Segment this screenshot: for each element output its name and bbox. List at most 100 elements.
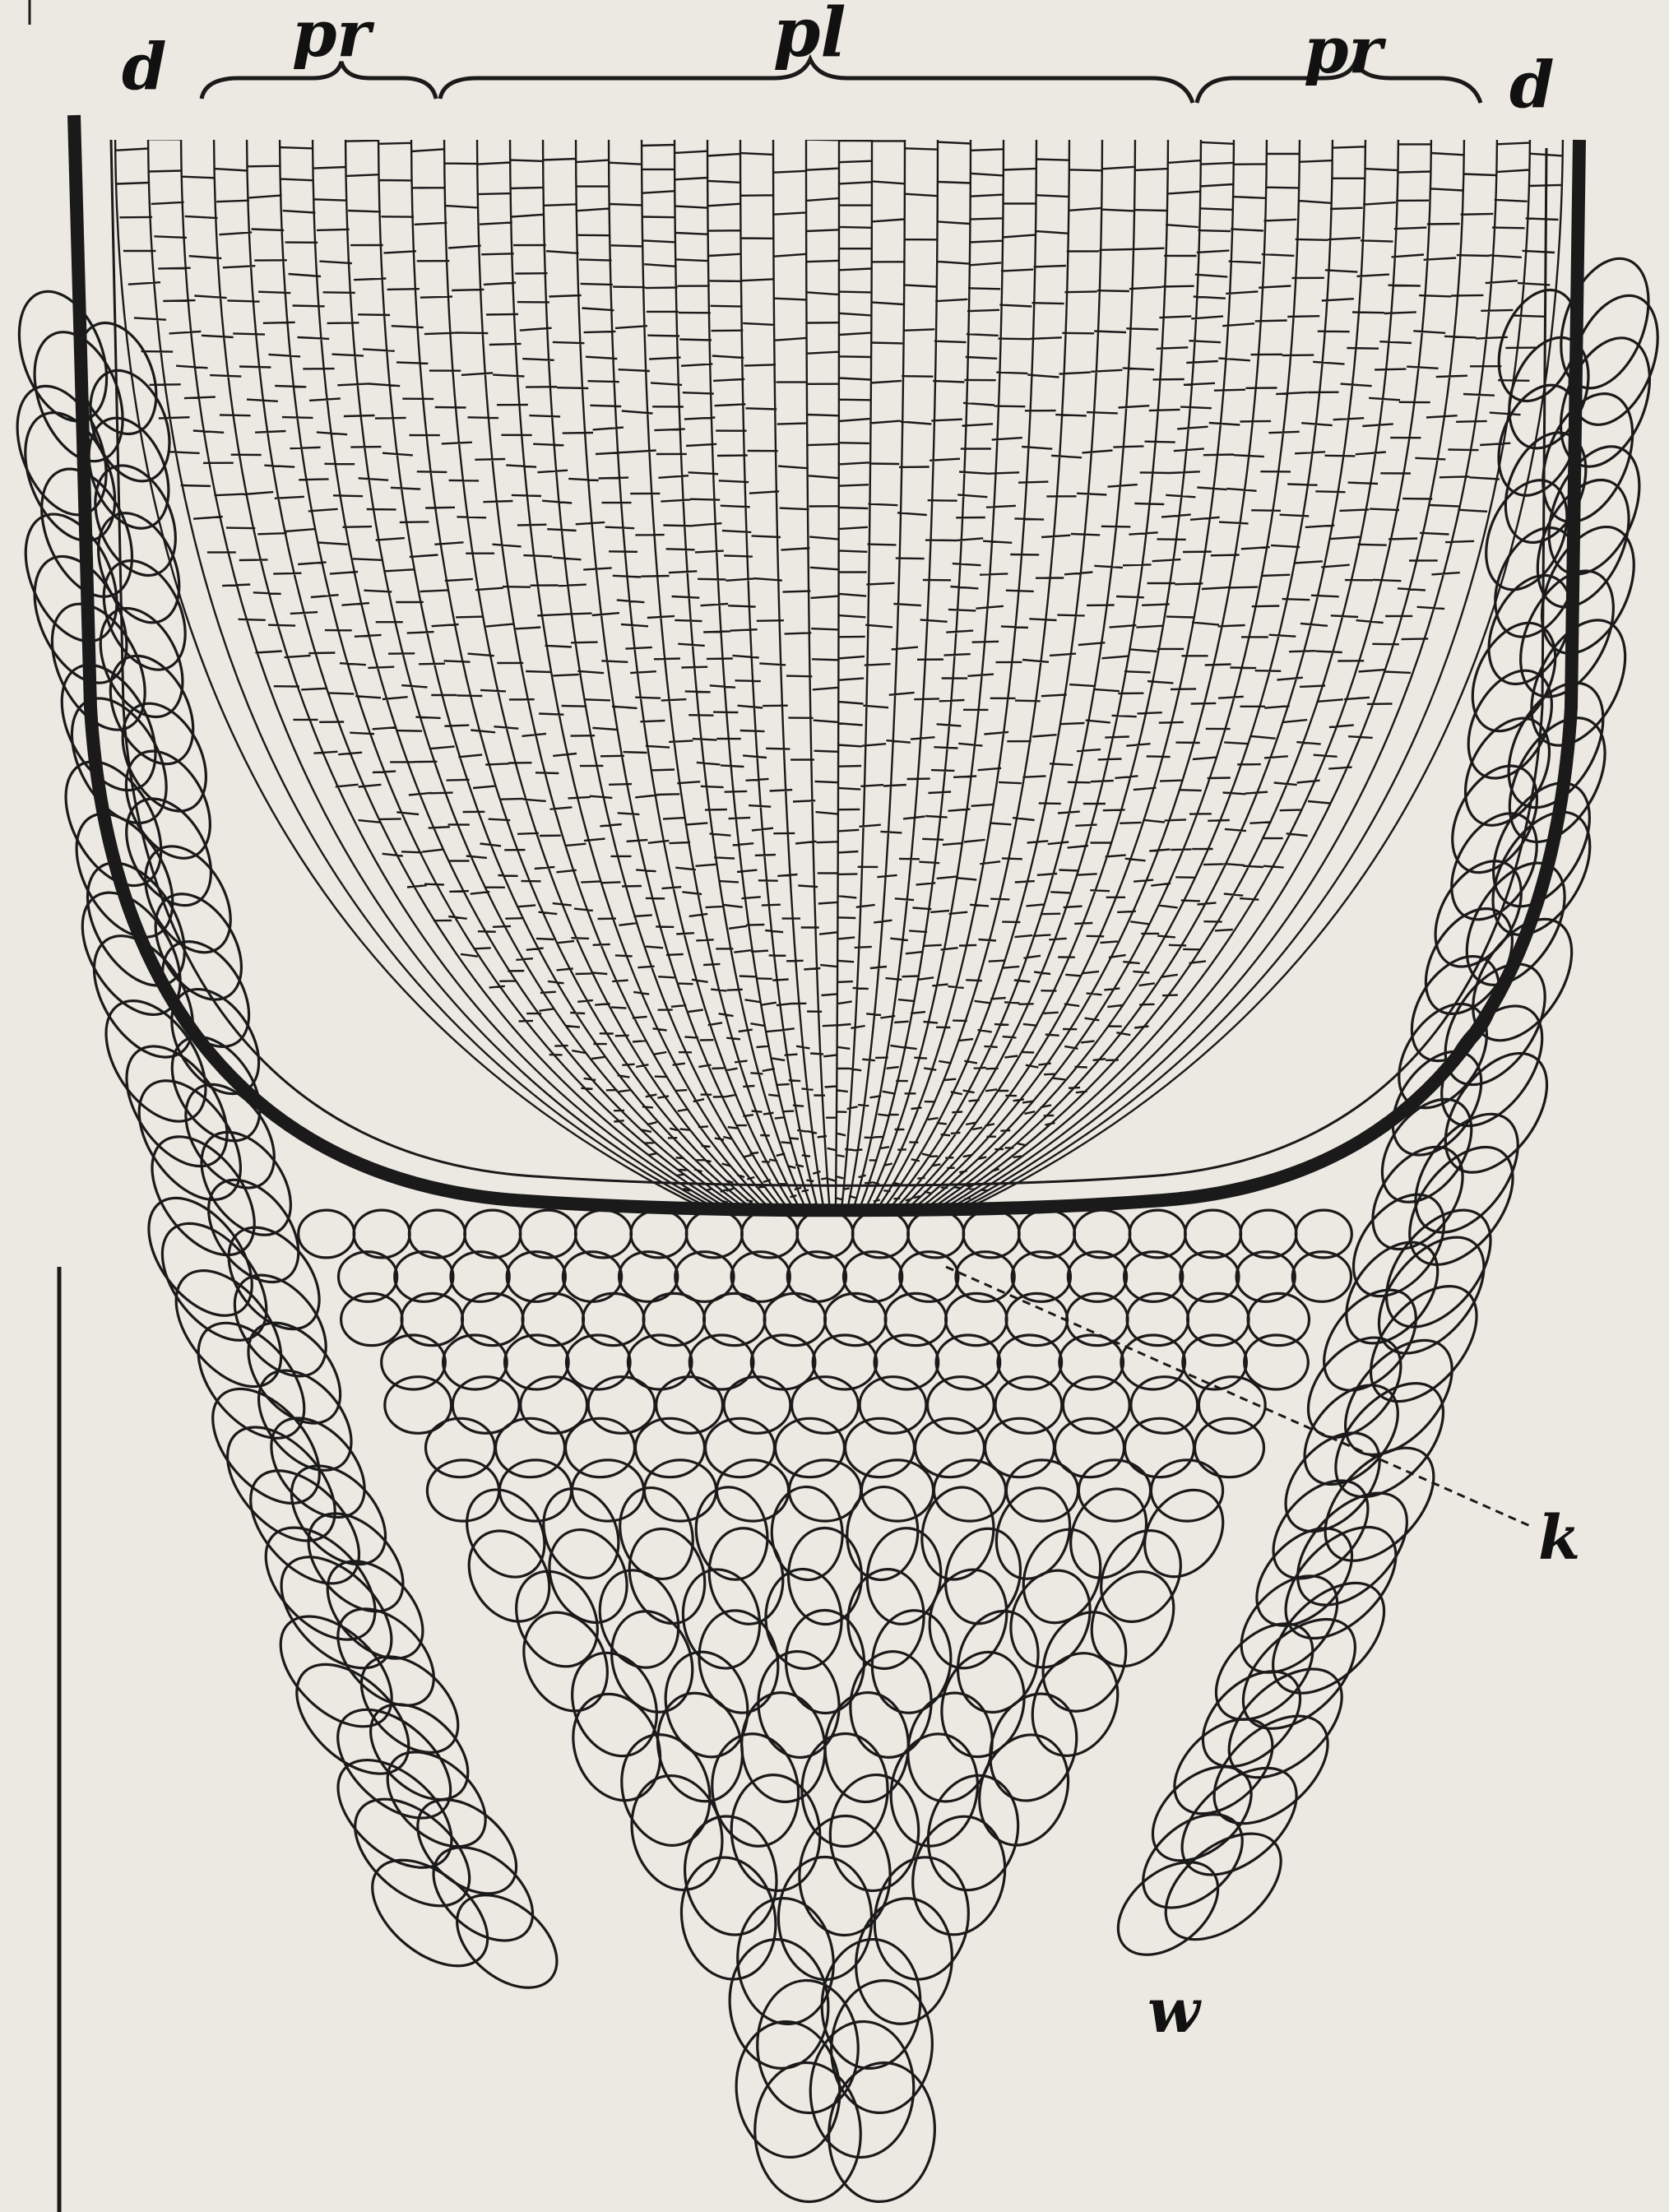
- root-cap-cell: [1185, 1210, 1241, 1258]
- root-cap-cell: [866, 1851, 976, 1986]
- label-d-left: d: [122, 30, 167, 104]
- sloughed-cap-cell: [88, 548, 202, 683]
- root-cap-cell: [963, 1210, 1019, 1258]
- root-cap-cell: [917, 1766, 1030, 1899]
- root-cap-cell: [609, 1724, 723, 1857]
- label-w: w: [1147, 1976, 1202, 2047]
- root-cap-cell: [995, 1377, 1062, 1434]
- cell-grid-meristem: [115, 123, 1563, 1209]
- root-cap-cell: [792, 1377, 859, 1434]
- root-cap-cell: [755, 1649, 842, 1760]
- root-cap-cell: [354, 1210, 410, 1258]
- root-cap-cell: [1245, 1335, 1309, 1389]
- root-cap-cell: [934, 1460, 1005, 1521]
- root-cap-cell: [844, 1484, 922, 1583]
- root-cap-cell: [777, 1857, 873, 1981]
- root-cap-cell: [644, 1460, 716, 1521]
- root-cap-cell: [914, 1481, 1002, 1586]
- root-cap-cell: [997, 1559, 1103, 1679]
- root-cap-cell: [496, 1418, 565, 1477]
- root-cap-cell: [508, 1598, 623, 1725]
- sloughed-cap-cell: [1209, 1649, 1362, 1798]
- sloughed-cap-cell: [230, 1451, 380, 1604]
- root-cap-cells: [299, 1210, 1352, 2205]
- root-cap-cell: [462, 1293, 523, 1345]
- root-cap-cell: [1074, 1210, 1130, 1258]
- root-cap-cell: [849, 1893, 958, 2029]
- root-cap-cell: [797, 1210, 853, 1258]
- root-cap-cell: [1063, 1377, 1129, 1434]
- sloughed-cap-cell: [7, 399, 132, 554]
- sloughed-cap-cell: [1355, 1130, 1481, 1266]
- root-cap-cell: [1131, 1377, 1198, 1434]
- root-cap-cell: [686, 1210, 742, 1258]
- root-cap-cell: [706, 1418, 775, 1477]
- sloughed-cap-cell: [206, 1407, 355, 1560]
- root-cap-cell: [998, 1335, 1062, 1389]
- root-cap-cell: [619, 1519, 716, 1632]
- root-cap-cell: [385, 1377, 452, 1434]
- sloughed-cap-cell: [1265, 1507, 1416, 1658]
- root-cap-cell: [1292, 1252, 1351, 1302]
- root-cap-cell: [409, 1210, 465, 1258]
- dermatogen-inner-line: [111, 140, 1546, 1185]
- root-cap-cell: [465, 1210, 521, 1258]
- sloughed-cap-cell: [1324, 1320, 1472, 1474]
- root-cap-cell: [789, 1460, 860, 1521]
- sloughed-cap-cell: [336, 1778, 489, 1927]
- root-cap-cell: [619, 1765, 735, 1900]
- root-cap-cell: [776, 1418, 845, 1477]
- sloughed-cap-cell: [7, 500, 135, 656]
- root-cap-cell: [576, 1210, 632, 1258]
- root-cap-cell: [1027, 1598, 1141, 1724]
- root-cap-cell: [705, 1728, 805, 1852]
- sloughed-cap-cell: [80, 453, 191, 587]
- root-cap-cell: [1010, 1518, 1114, 1635]
- root-cap-cell: [724, 1377, 790, 1434]
- root-cap-cell: [1195, 1418, 1264, 1477]
- root-cap-cell: [846, 1648, 936, 1761]
- root-cap-cell: [846, 1418, 915, 1477]
- root-cap-cell: [631, 1210, 687, 1258]
- dermatogen-band: [74, 115, 1579, 1210]
- sloughed-cap-cell: [2, 280, 123, 434]
- root-cap-cell: [916, 1418, 985, 1477]
- root-cap-cell: [1085, 1516, 1196, 1636]
- root-cap-cell: [587, 1560, 691, 1678]
- root-cap-cell: [1019, 1210, 1075, 1258]
- root-cap-cell: [908, 1210, 964, 1258]
- sloughed-cap-cell: [1375, 1036, 1500, 1171]
- sloughed-cap-cell: [192, 1369, 341, 1523]
- sloughed-cap-cell: [82, 501, 195, 636]
- root-cap-cell: [672, 1850, 786, 1987]
- label-k: k: [1538, 1503, 1580, 1574]
- sloughed-cap-cell: [1194, 1695, 1347, 1844]
- sloughed-cap-cell: [183, 1115, 309, 1251]
- label-d-right: d: [1509, 48, 1555, 123]
- meristem-cell-walls: [115, 123, 1563, 1209]
- root-cap-cell: [443, 1335, 508, 1389]
- root-cap-cell: [426, 1418, 495, 1477]
- root-cap-cell: [860, 1377, 926, 1434]
- root-cap-cell: [1125, 1418, 1194, 1477]
- root-cap-cell: [724, 1935, 834, 2073]
- sloughed-cap-cell: [86, 983, 226, 1139]
- root-cap-cell: [520, 1210, 576, 1258]
- sloughed-cap-cell: [1253, 1563, 1404, 1713]
- root-cap-cell: [716, 1460, 788, 1521]
- root-cap-cell: [928, 1377, 994, 1434]
- label-pr-left: pr: [292, 0, 375, 72]
- root-cap-cell: [1248, 1293, 1309, 1345]
- sloughed-cap-cell: [138, 879, 259, 1014]
- root-cap-cell: [647, 1685, 753, 1810]
- root-cap-cell: [852, 1210, 908, 1258]
- root-cap-cell: [1121, 1335, 1185, 1389]
- label-pl: pl: [773, 0, 846, 72]
- label-pr-right: pr: [1304, 13, 1387, 88]
- root-cap-cell: [1129, 1210, 1185, 1258]
- root-cap-cell: [742, 1210, 798, 1258]
- sloughed-cap-cell: [53, 683, 186, 839]
- root-cap-cell: [966, 1723, 1083, 1857]
